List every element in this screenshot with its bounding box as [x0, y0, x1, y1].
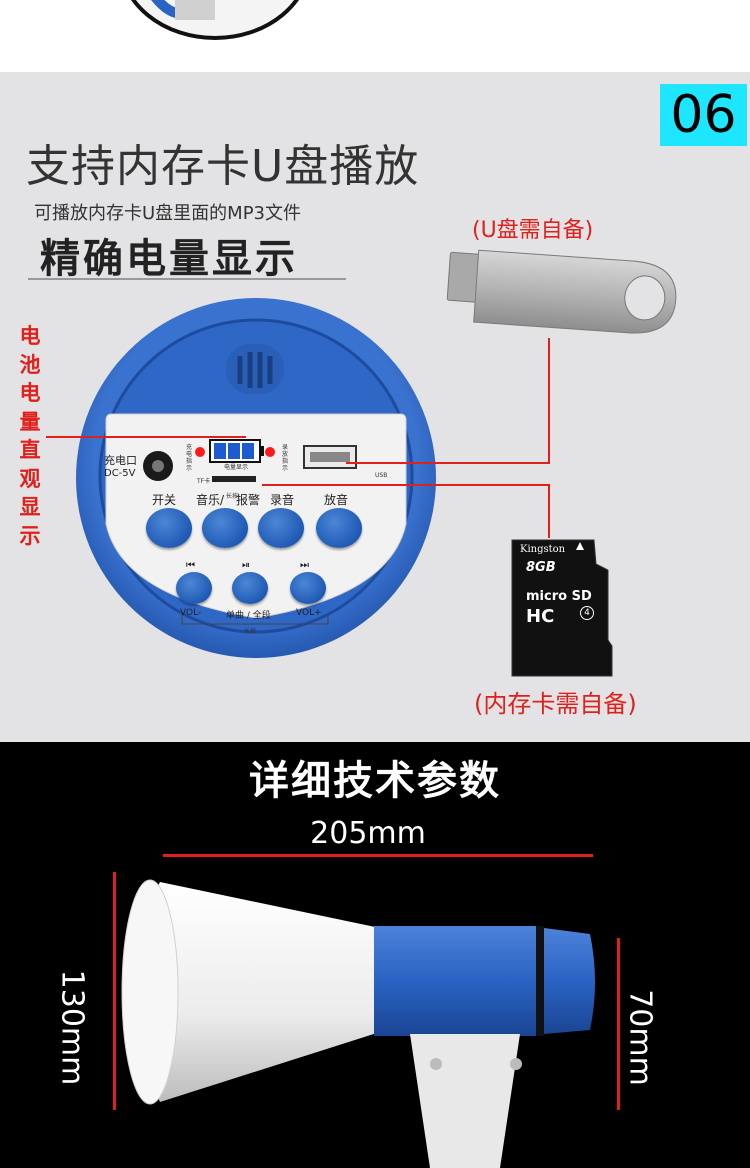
tf-guide-line-horizontal — [262, 484, 550, 486]
battery-heading: 精确电量显示 — [40, 236, 298, 282]
power-button-label: 开关 — [152, 493, 177, 507]
sd-capacity: 8GB — [526, 560, 556, 575]
single-all-label: 单曲 / 全段 — [226, 611, 271, 621]
tf-slot-label: TF卡 — [197, 478, 211, 485]
parameters-section — [0, 742, 750, 1168]
long-press-label: 长按 — [244, 628, 257, 635]
usb-label: USB — [375, 472, 388, 479]
battery-display-label: 电量显示 — [224, 464, 249, 471]
feature-headline: 支持内存卡U盘播放 — [26, 141, 420, 192]
usb-guide-line-vertical — [548, 338, 550, 464]
charge-port-label: 充电口 — [104, 454, 137, 467]
usb-guide-line-horizontal — [346, 462, 550, 464]
microsd-logo-icon: micro SD — [526, 589, 592, 604]
music-long-press-label: 长按 — [226, 493, 239, 500]
play-pause-button[interactable] — [232, 572, 268, 604]
record-button-label: 录音 — [270, 493, 295, 507]
battery-vertical-note: 电池电量直观显示 — [19, 324, 41, 548]
megaphone-side-illustration — [121, 879, 595, 1168]
play-button[interactable] — [316, 508, 362, 548]
previous-button[interactable] — [176, 572, 212, 604]
battery-guide-line — [46, 436, 246, 438]
sd-class-mark: 4 — [580, 606, 594, 620]
charge-indicator-label: 充电指示 — [186, 444, 193, 472]
udisk-note: (U盘需自备) — [472, 218, 594, 243]
height-dimension-label: 130mm — [54, 969, 90, 1086]
feature-subheadline: 可播放内存卡U盘里面的MP3文件 — [34, 203, 302, 224]
vol-plus-label: VOL+ — [296, 608, 322, 618]
sd-note: (内存卡需自备) — [474, 690, 637, 718]
next-icon: ⏭ — [300, 560, 309, 571]
sd-brand: Kingston — [520, 544, 566, 555]
play-pause-icon: ⏯ — [242, 560, 250, 571]
alarm-button-label: 报警 — [236, 493, 261, 507]
control-panel-illustration — [76, 298, 436, 658]
diameter-dimension-label: 70mm — [622, 989, 658, 1086]
section-number-badge: 06 — [660, 84, 747, 146]
tf-guide-line-vertical — [548, 484, 550, 538]
music-alarm-button[interactable] — [202, 508, 248, 548]
music-button-label: 音乐/ — [196, 493, 225, 507]
play-button-label: 放音 — [324, 493, 349, 507]
width-dimension-label: 205mm — [310, 816, 426, 851]
parameters-title: 详细技术参数 — [249, 758, 501, 804]
power-button[interactable] — [146, 508, 192, 548]
next-button[interactable] — [290, 572, 326, 604]
height-dimension-line — [113, 872, 116, 1110]
svg-text:HC: HC — [526, 606, 554, 627]
width-dimension-line — [163, 854, 593, 857]
heading-underline — [28, 278, 346, 280]
microsd-card-illustration: micro SD HC Kingston 8GB 4 — [508, 536, 614, 680]
device-bottom-arc-illustration — [130, 0, 300, 40]
record-indicator-label: 录放指示 — [282, 444, 289, 472]
voltage-label: DC-5V — [104, 468, 136, 479]
previous-icon: ⏮ — [186, 560, 195, 571]
usb-flash-drive-illustration — [446, 249, 677, 334]
record-button[interactable] — [258, 508, 304, 548]
top-product-fragment — [0, 0, 750, 72]
diameter-dimension-line — [617, 938, 620, 1110]
vol-minus-label: VOL- — [180, 608, 202, 618]
